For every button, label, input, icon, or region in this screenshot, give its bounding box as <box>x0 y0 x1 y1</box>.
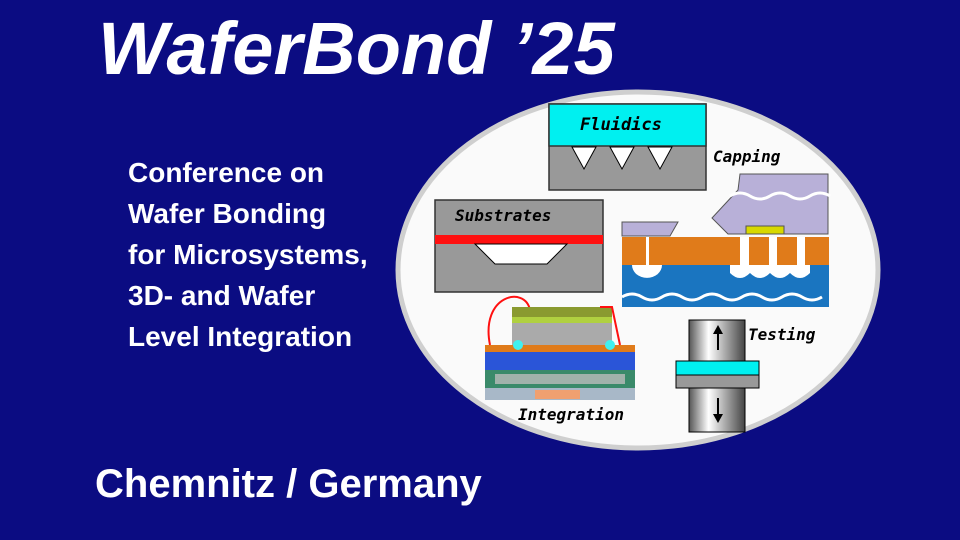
subtitle-line: Conference on <box>128 157 325 188</box>
subtitle-line: Level Integration <box>128 321 353 352</box>
fluidics-label: Fluidics <box>580 115 662 135</box>
subtitle-line: for Microsystems, <box>128 239 368 270</box>
integration-diagram: Integration <box>485 295 635 424</box>
conference-title: WaferBond ’25 <box>98 7 615 90</box>
arrow-up-icon <box>713 325 723 350</box>
testing-label: Testing <box>748 325 816 344</box>
arrow-down-icon <box>713 398 723 423</box>
fluidics-diagram: Fluidics <box>548 103 707 191</box>
substrates-diagram: Substrates <box>434 199 604 293</box>
capping-label: Capping <box>713 147 781 166</box>
subtitle-line: 3D- and Wafer <box>128 280 316 311</box>
substrates-label: Substrates <box>455 206 551 225</box>
subtitle-line: Wafer Bonding <box>128 198 327 229</box>
testing-diagram: Testing <box>675 319 816 433</box>
location: Chemnitz / Germany <box>95 462 482 506</box>
conference-subtitle: Conference on Wafer Bonding for Microsys… <box>128 152 368 357</box>
capping-diagram <box>621 173 831 307</box>
integration-label: Integration <box>518 405 624 424</box>
